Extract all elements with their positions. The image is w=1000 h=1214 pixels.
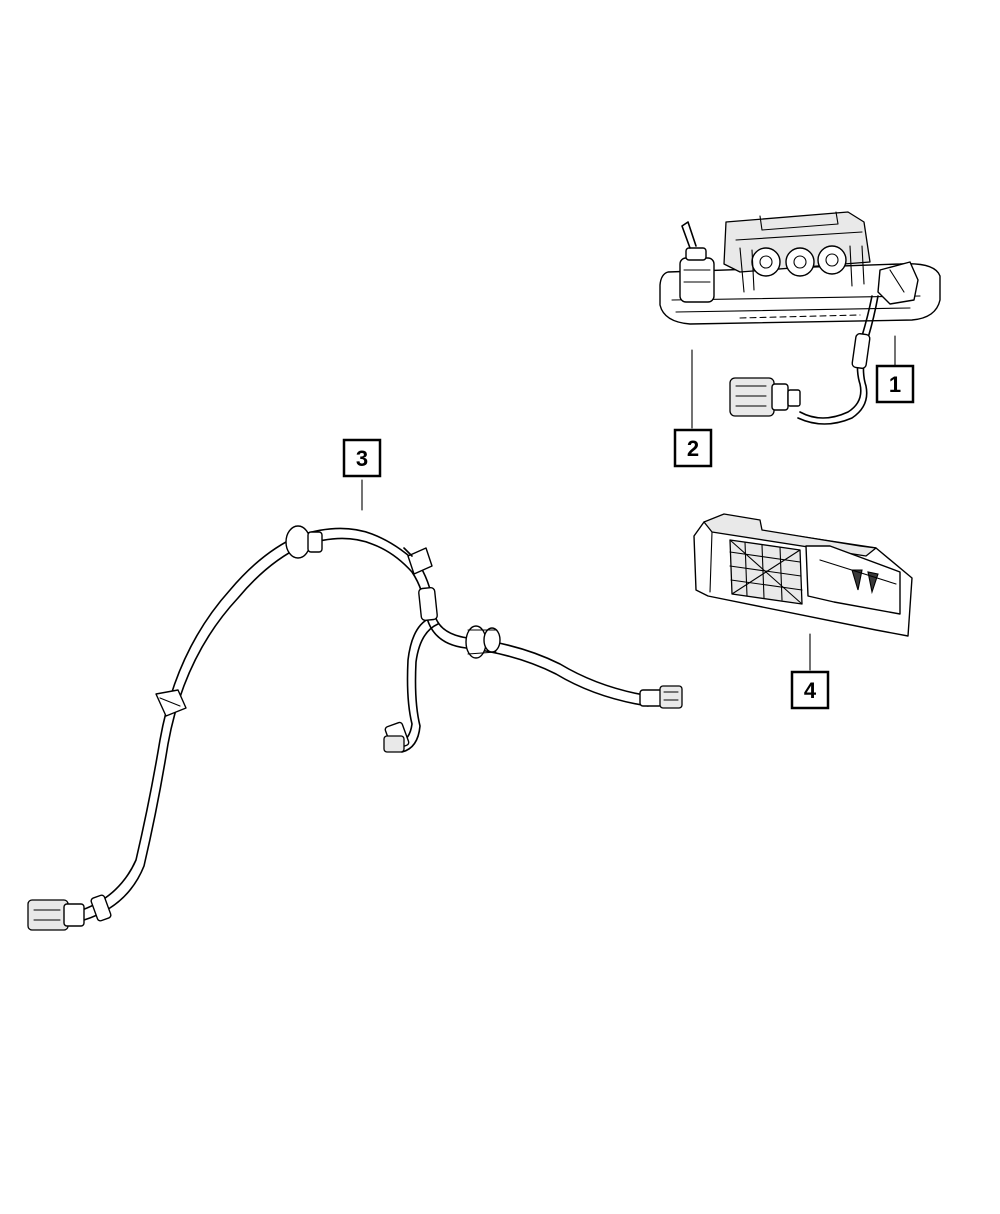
harness-grommet	[465, 625, 501, 659]
callout-1-box	[875, 364, 915, 404]
tailgate-handle-assembly	[659, 211, 941, 425]
lock-cylinder	[679, 221, 715, 303]
callout-2[interactable]: 2	[673, 428, 713, 468]
callout-2-box	[673, 428, 713, 468]
handle-bezel-part	[693, 513, 913, 637]
callout-1-label: 1	[889, 372, 901, 397]
handle-connector	[729, 377, 801, 417]
callout-4-box	[790, 670, 830, 710]
callout-4[interactable]: 4	[790, 670, 830, 710]
handle-ribs	[739, 245, 865, 293]
harness-clip-upper	[285, 525, 323, 559]
harness-connector-lower	[383, 721, 410, 753]
harness-connector-left	[27, 899, 85, 931]
harness-connector-right	[639, 685, 683, 709]
wiring-harness	[27, 525, 683, 931]
leader-lines	[361, 335, 896, 671]
harness-clip-middle	[403, 547, 433, 575]
bezel-mesh	[729, 539, 803, 605]
callout-3-box	[342, 438, 382, 478]
callout-3[interactable]: 3	[342, 438, 382, 478]
callout-4-label: 4	[804, 678, 817, 703]
callout-3-label: 3	[356, 446, 368, 471]
harness-clip-left	[155, 689, 187, 717]
callout-2-label: 2	[687, 436, 699, 461]
callout-1[interactable]: 1	[875, 364, 915, 404]
